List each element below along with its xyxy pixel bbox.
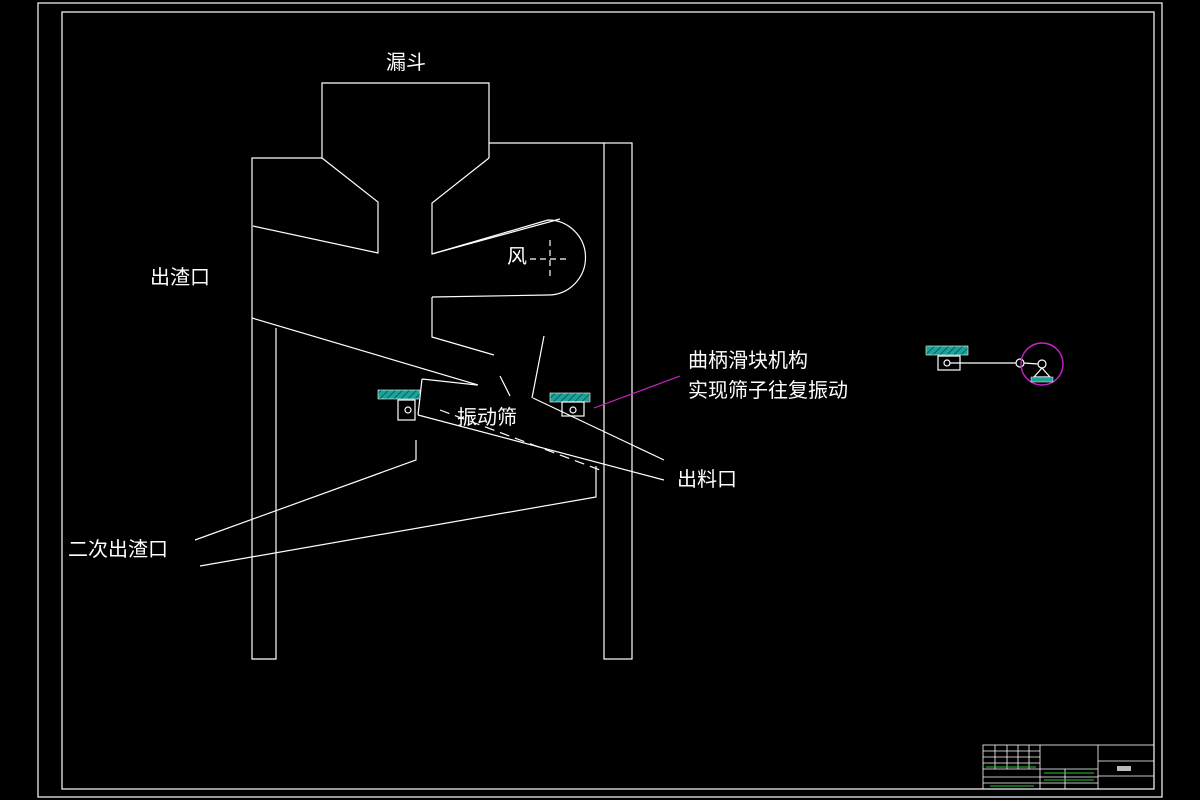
- wind-label: 风: [507, 244, 527, 268]
- secondary-slag-outlet-label: 二次出渣口: [68, 537, 168, 561]
- screen-support-left: [377, 389, 421, 421]
- left-leg: [251, 318, 277, 660]
- right-leg: [603, 142, 633, 660]
- fan-housing: [431, 219, 587, 298]
- crank-circle: [1020, 342, 1064, 386]
- slag-outlet-label: 出渣口: [150, 265, 210, 289]
- outer-frame: [37, 2, 1163, 798]
- hopper-label: 漏斗: [386, 50, 426, 74]
- title-block: [982, 744, 1155, 790]
- hopper-outline: [321, 82, 490, 158]
- fan-center-mark: [530, 240, 570, 278]
- crank-mechanism-label-2: 实现筛子往复振动: [688, 378, 848, 402]
- crank-mechanism-label-1: 曲柄滑块机构: [688, 348, 808, 372]
- crank-slider-mechanism: [925, 342, 1064, 386]
- vibrating-screen-label: 振动筛: [457, 405, 517, 429]
- inner-frame: [61, 11, 1155, 790]
- discharge-outlet-label: 出料口: [677, 467, 737, 491]
- screen-support-right: [549, 392, 591, 417]
- crank-leader: [593, 375, 681, 409]
- machine-body: [194, 82, 665, 660]
